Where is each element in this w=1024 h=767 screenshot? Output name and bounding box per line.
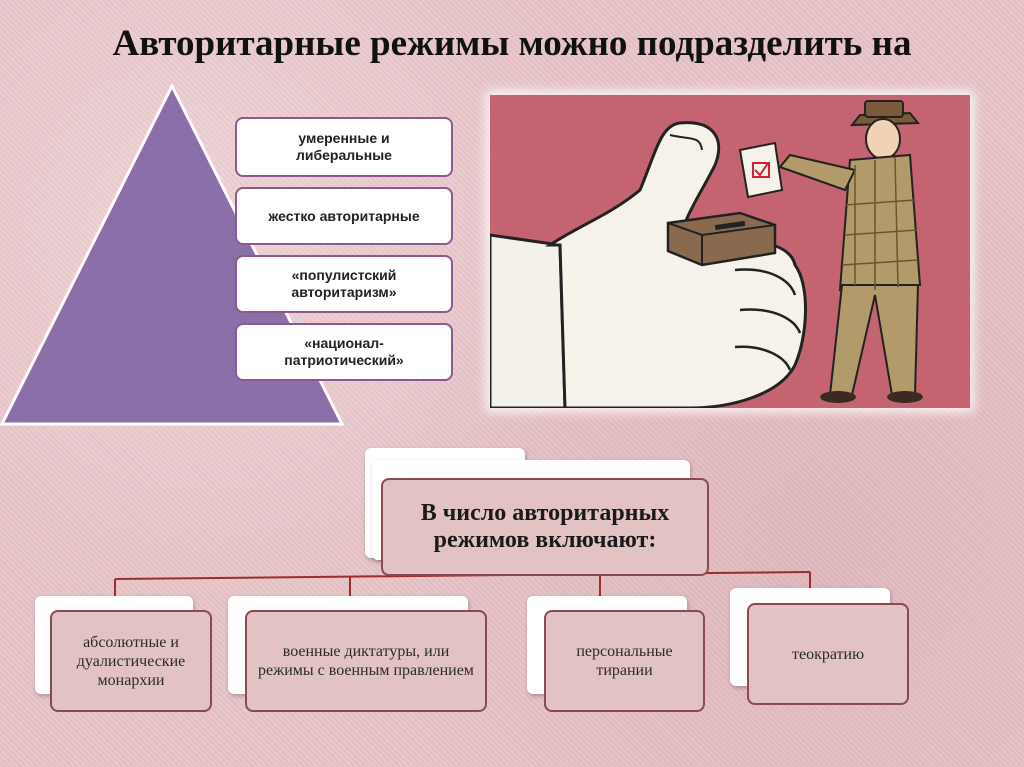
ballot-cartoon-illustration xyxy=(490,95,970,408)
ballot-cartoon-drawing xyxy=(490,95,970,408)
child-node-theocracy: теократию xyxy=(747,603,909,705)
child-node-monarchies: абсолютные и дуалистические монархии xyxy=(50,610,212,712)
pyramid-item-populist: «популистский авторитаризм» xyxy=(235,255,453,313)
child-node-tyrannies: персональные тирании xyxy=(544,610,705,712)
slide-title: Авторитарные режимы можно подразделить н… xyxy=(112,23,912,64)
pyramid-item-moderate: умеренные и либеральные xyxy=(235,117,453,177)
root-node: В число авторитарных режимов включают: xyxy=(381,478,709,576)
pyramid-item-hard: жестко авторитарные xyxy=(235,187,453,245)
pyramid-item-national: «национал-патриотический» xyxy=(235,323,453,381)
child-node-military: военные диктатуры, или режимы с военным … xyxy=(245,610,487,712)
